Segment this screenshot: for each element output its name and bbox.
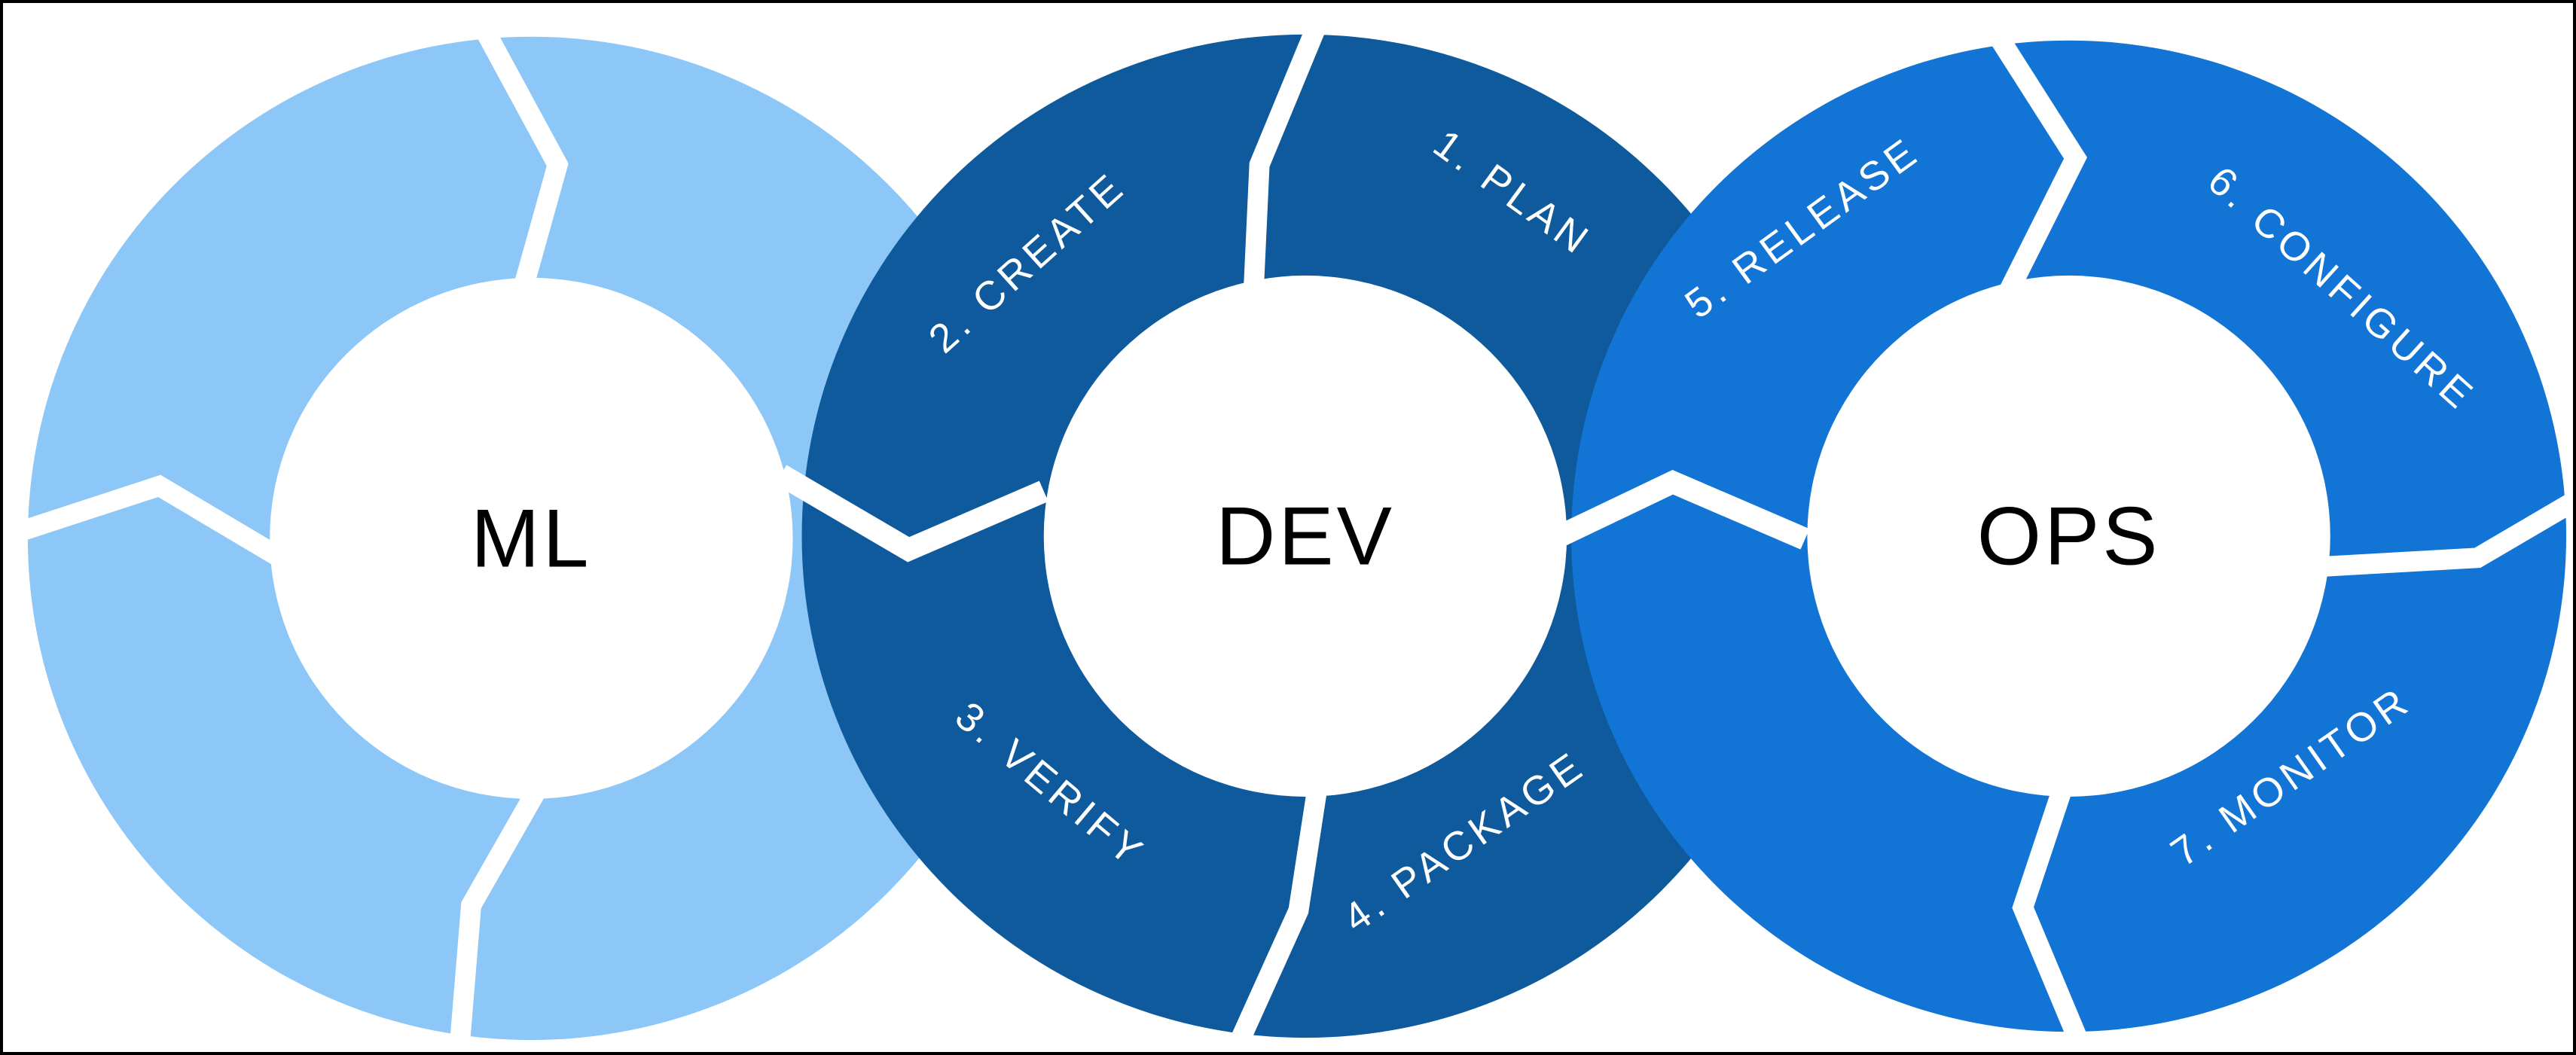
- mlops-cycle-diagram: ML DEV 1. PLAN 2. CREATE 3. VERIFY 4. PA…: [3, 4, 2573, 1052]
- ml-cycle: ML: [3, 8, 1035, 1052]
- ml-chevron-bottom-icon: [449, 780, 549, 1052]
- ml-inner-circle: [270, 277, 793, 799]
- ml-chevron-top-icon: [466, 8, 569, 294]
- dev-inner-circle: [1043, 275, 1567, 797]
- dev-chevron-bottom-icon: [1223, 782, 1329, 1052]
- ops-chevron-top-icon: [1978, 13, 2087, 297]
- ops-center-label: OPS: [1977, 491, 2161, 583]
- dev-ops-junction-chevron-icon: [1542, 469, 1810, 553]
- ml-chevron-left-icon: [3, 474, 290, 569]
- ml-center-label: ML: [471, 493, 591, 585]
- ops-chevron-right-icon: [2318, 489, 2573, 578]
- ops-cycle: OPS 5. RELEASE 6. CONFIGURE 7. MONITOR: [1571, 13, 2573, 1052]
- dev-center-label: DEV: [1216, 491, 1395, 583]
- ops-chevron-bottom-icon: [2012, 779, 2095, 1052]
- dev-chevron-top-icon: [1243, 4, 1334, 295]
- ops-inner-circle: [1807, 275, 2330, 797]
- dev-cycle: DEV 1. PLAN 2. CREATE 3. VERIFY 4. PACKA…: [801, 4, 1809, 1052]
- ml-dev-junction-chevron-icon: [774, 465, 1048, 563]
